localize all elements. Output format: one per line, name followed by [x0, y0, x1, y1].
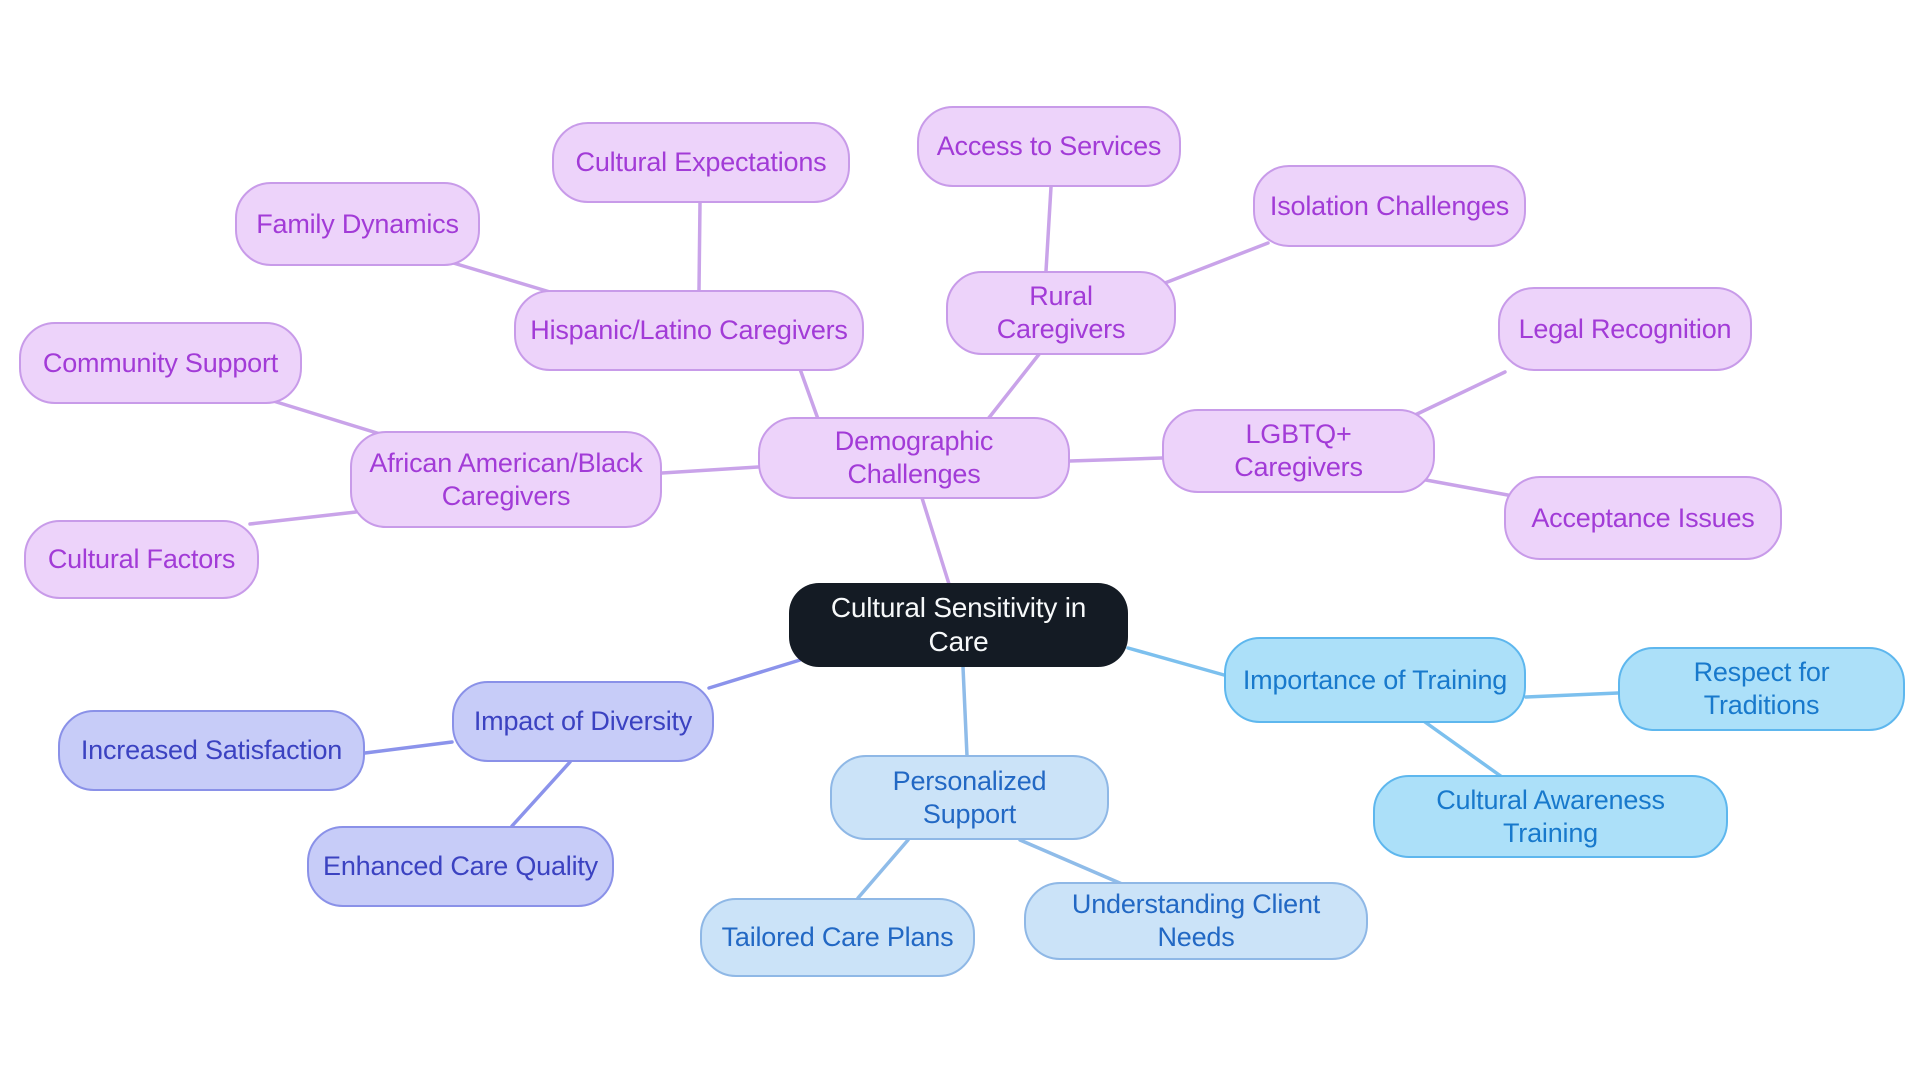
- node-label: Hispanic/Latino Caregivers: [530, 315, 848, 346]
- node-label: Isolation Challenges: [1269, 190, 1510, 221]
- node-label: Understanding Client Needs: [1071, 889, 1321, 952]
- node-rural[interactable]: Rural Caregivers: [946, 271, 1176, 355]
- node-label: African American/Black Caregivers: [369, 447, 643, 511]
- node-african-american[interactable]: African American/Black Caregivers: [350, 431, 662, 528]
- node-enhanced-care-quality[interactable]: Enhanced Care Quality: [307, 826, 614, 907]
- node-label: Cultural Factors: [47, 544, 236, 575]
- node-label: Tailored Care Plans: [721, 922, 954, 953]
- node-label: Cultural Expectations: [575, 147, 827, 178]
- node-central[interactable]: Cultural Sensitivity in Care: [789, 583, 1128, 667]
- node-label: Legal Recognition: [1518, 313, 1732, 344]
- edge-cultural-factors-african-american: [248, 510, 358, 526]
- node-personalized-support[interactable]: Personalized Support: [830, 755, 1109, 840]
- node-community-support[interactable]: Community Support: [19, 322, 302, 404]
- node-isolation-challenges[interactable]: Isolation Challenges: [1253, 165, 1526, 247]
- edge-central-impact-diversity: [707, 658, 802, 690]
- edge-hispanic-demographic: [798, 367, 820, 421]
- node-label: Cultural Awareness Training: [1436, 784, 1665, 848]
- node-label: Cultural Sensitivity in Care: [830, 591, 1087, 657]
- edge-community-support-african-american: [268, 398, 392, 439]
- edge-isolation-challenges-rural: [1150, 241, 1270, 290]
- node-family-dynamics[interactable]: Family Dynamics: [235, 182, 480, 266]
- edge-importance-training-respect-traditions: [1524, 691, 1620, 699]
- node-lgbtq[interactable]: LGBTQ+ Caregivers: [1162, 409, 1435, 493]
- edge-impact-diversity-increased-satisfaction: [363, 740, 454, 755]
- node-understanding-needs[interactable]: Understanding Client Needs: [1024, 882, 1368, 960]
- node-awareness-training[interactable]: Cultural Awareness Training: [1373, 775, 1728, 858]
- edge-importance-training-awareness-training: [1423, 720, 1504, 779]
- node-label: Family Dynamics: [256, 208, 459, 239]
- edge-central-importance-training: [1126, 646, 1226, 677]
- node-label: Rural Caregivers: [996, 281, 1126, 344]
- node-increased-satisfaction[interactable]: Increased Satisfaction: [58, 710, 365, 791]
- node-demographic[interactable]: Demographic Challenges: [758, 417, 1070, 499]
- edge-legal-recognition-lgbtq: [1413, 370, 1507, 417]
- edge-demographic-central: [920, 496, 951, 586]
- edge-impact-diversity-enhanced-care-quality: [510, 760, 572, 828]
- node-label: Increased Satisfaction: [80, 735, 343, 766]
- edge-rural-demographic: [986, 351, 1042, 421]
- edge-access-to-services-rural: [1044, 185, 1053, 273]
- edge-lgbtq-demographic: [1068, 456, 1164, 463]
- edge-central-personalized-support: [961, 665, 969, 758]
- node-label: Demographic Challenges: [834, 426, 994, 489]
- node-label: Acceptance Issues: [1531, 502, 1755, 533]
- node-importance-training[interactable]: Importance of Training: [1224, 637, 1526, 723]
- node-label: Impact of Diversity: [473, 706, 693, 737]
- node-hispanic[interactable]: Hispanic/Latino Caregivers: [514, 290, 864, 371]
- edge-personalized-support-tailored-care-plans: [856, 838, 910, 900]
- node-impact-diversity[interactable]: Impact of Diversity: [452, 681, 714, 762]
- node-cultural-factors[interactable]: Cultural Factors: [24, 520, 259, 599]
- node-label: Enhanced Care Quality: [323, 851, 598, 882]
- node-acceptance-issues[interactable]: Acceptance Issues: [1504, 476, 1782, 560]
- edge-family-dynamics-hispanic: [448, 260, 562, 297]
- edge-african-american-demographic: [660, 465, 760, 475]
- node-legal-recognition[interactable]: Legal Recognition: [1498, 287, 1752, 371]
- node-label: Respect for Traditions: [1693, 657, 1830, 720]
- edge-cultural-expectations-hispanic: [697, 201, 702, 292]
- node-label: Personalized Support: [892, 765, 1047, 829]
- node-label: LGBTQ+ Caregivers: [1234, 419, 1363, 482]
- node-label: Community Support: [42, 347, 279, 378]
- edge-personalized-support-understanding-needs: [1018, 838, 1124, 886]
- node-cultural-expectations[interactable]: Cultural Expectations: [552, 122, 850, 203]
- node-label: Access to Services: [936, 131, 1162, 162]
- node-respect-traditions[interactable]: Respect for Traditions: [1618, 647, 1905, 731]
- node-access-to-services[interactable]: Access to Services: [917, 106, 1181, 187]
- node-label: Importance of Training: [1242, 664, 1508, 695]
- node-tailored-care-plans[interactable]: Tailored Care Plans: [700, 898, 975, 977]
